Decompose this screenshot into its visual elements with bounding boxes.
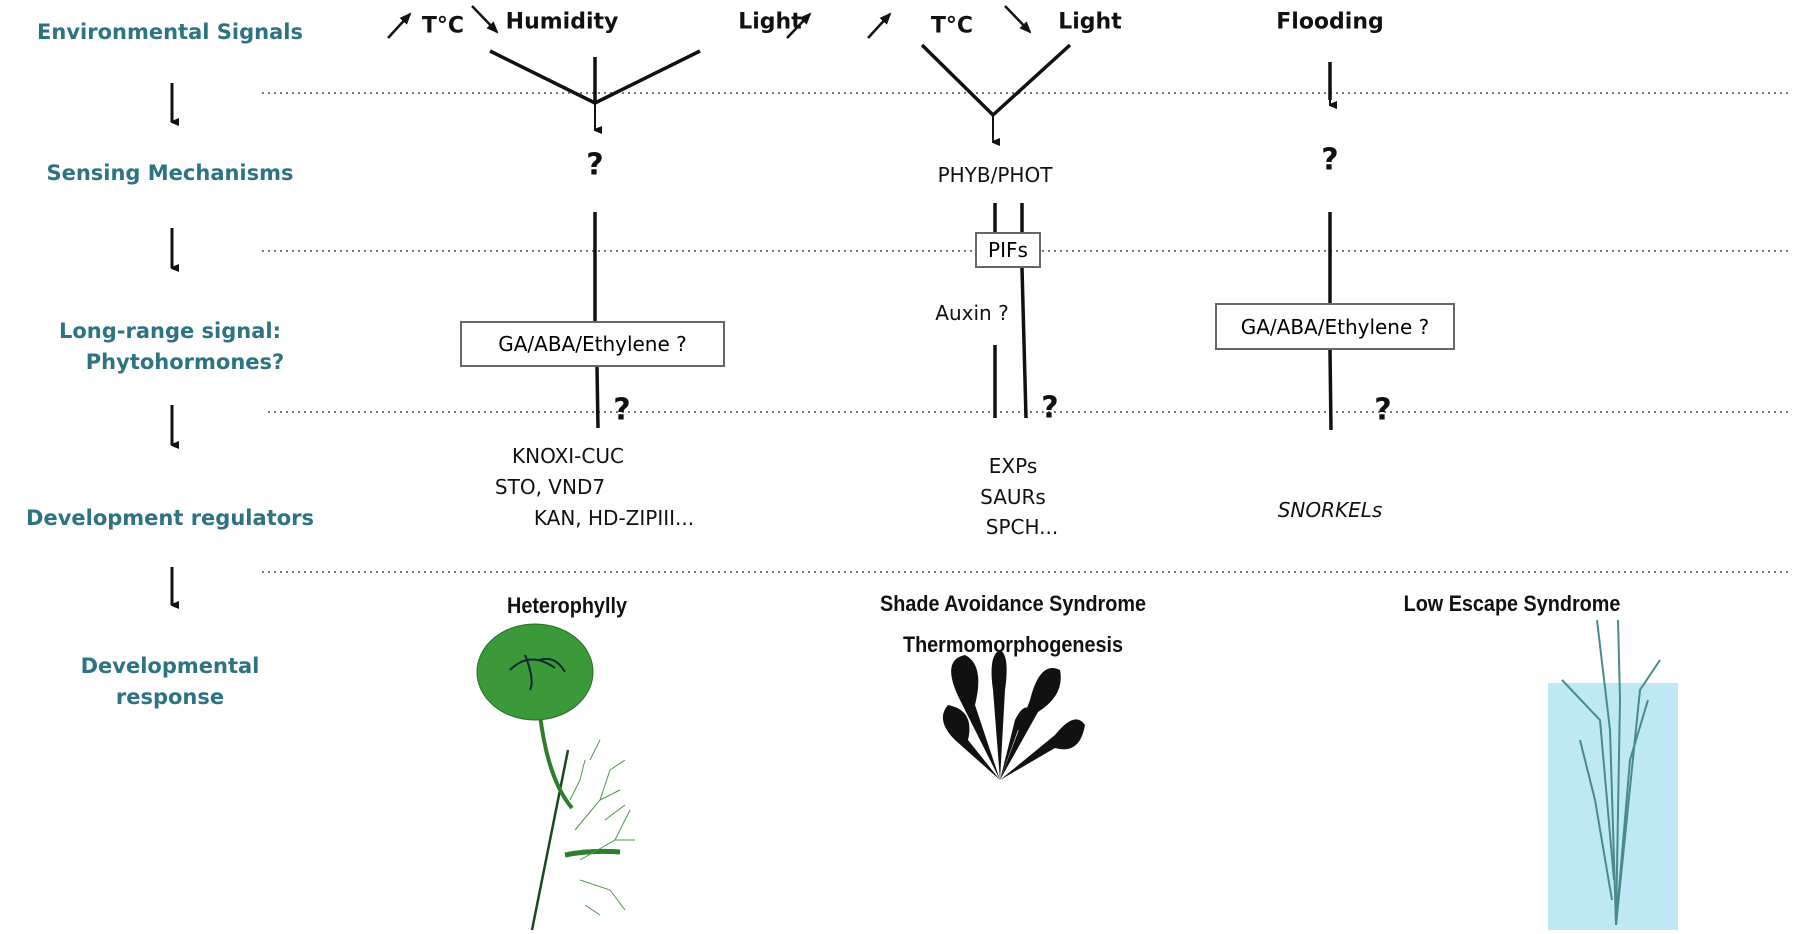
regulator: STO, VND7 bbox=[494, 475, 606, 499]
sensor-phyb-phot: PHYB/PHOT bbox=[937, 163, 1053, 187]
signal-flooding: Flooding bbox=[1276, 9, 1384, 35]
regulator: KAN, HD-ZIPIII... bbox=[533, 506, 695, 530]
signal-light: Light bbox=[738, 9, 802, 35]
signal-trend-arrows bbox=[387, 5, 1032, 39]
row-label-environmental-signals: Environmental Signals bbox=[37, 20, 303, 44]
sensor-unknown: ? bbox=[586, 147, 604, 183]
row-label-developmental: Developmental bbox=[80, 654, 260, 678]
auxin-label: Auxin ? bbox=[935, 301, 1009, 325]
heterophylly-illustration bbox=[476, 623, 635, 931]
response-heterophylly: Heterophylly bbox=[507, 593, 627, 618]
rice-illustration bbox=[1548, 619, 1678, 930]
regulator-snorkels: SNORKELs bbox=[1277, 498, 1383, 522]
signal-humidity: Humidity bbox=[505, 9, 619, 35]
regulator: KNOXI-CUC bbox=[512, 444, 624, 468]
response-thermomorphogenesis: Thermomorphogenesis bbox=[902, 632, 1124, 657]
response-low-escape: Low Escape Syndrome bbox=[1403, 591, 1621, 616]
regulator: EXPs bbox=[988, 454, 1038, 478]
hormone-box: GA/ABA/Ethylene ? bbox=[1215, 303, 1455, 350]
pathway-lines bbox=[489, 43, 1331, 431]
signal-temperature: T°C bbox=[421, 13, 465, 39]
response-shade-avoidance: Shade Avoidance Syndrome bbox=[880, 591, 1146, 616]
sensor-unknown: ? bbox=[1321, 142, 1339, 178]
rosette-illustration bbox=[942, 650, 1085, 780]
row-label-development-regulators: Development regulators bbox=[26, 506, 314, 530]
row-label-response: response bbox=[115, 685, 225, 709]
regulator: SPCH... bbox=[985, 515, 1059, 539]
hormone-box: GA/ABA/Ethylene ? bbox=[460, 321, 725, 367]
link-unknown: ? bbox=[1374, 392, 1392, 428]
row-label-long-range-signal: Long-range signal: bbox=[58, 319, 282, 343]
link-unknown: ? bbox=[613, 392, 631, 428]
link-unknown: ? bbox=[1041, 390, 1059, 426]
regulator: SAURs bbox=[980, 485, 1046, 509]
row-label-sensing-mechanisms: Sensing Mechanisms bbox=[46, 161, 294, 185]
signal-temperature: T°C bbox=[930, 13, 974, 39]
signal-light: Light bbox=[1058, 9, 1122, 35]
pifs-box: PIFs bbox=[975, 232, 1041, 268]
row-label-phytohormones: Phytohormones? bbox=[85, 350, 285, 374]
